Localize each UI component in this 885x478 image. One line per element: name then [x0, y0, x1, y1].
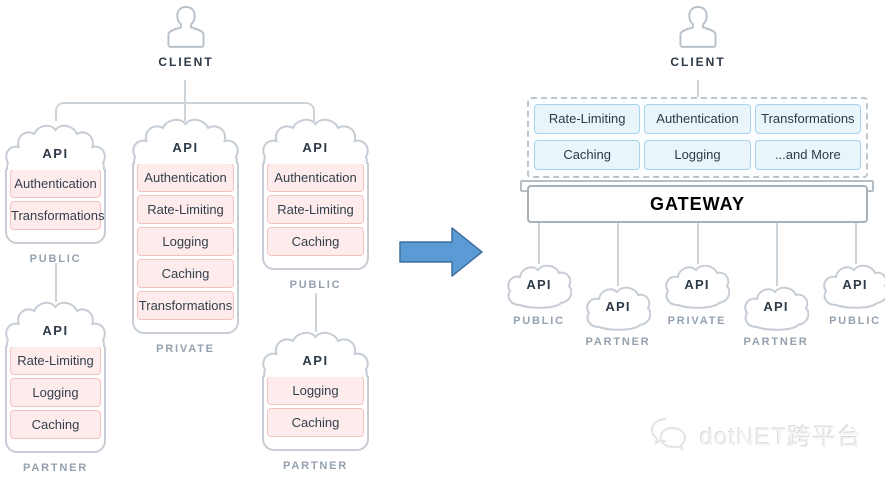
gateway-feature: Logging: [644, 139, 751, 170]
gateway-feature: Transformations: [754, 104, 861, 134]
api-title: API: [526, 277, 552, 292]
api-feature: Caching: [267, 408, 364, 437]
api-feature: Logging: [137, 227, 234, 256]
gateway-box: GATEWAY: [527, 185, 868, 223]
gateway-feature-panel: Rate-Limiting Authentication Transformat…: [527, 97, 868, 178]
stack-label: PRIVATE: [156, 343, 215, 355]
cloud-label: PARTNER: [743, 336, 809, 348]
cloud-label: PRIVATE: [667, 315, 727, 327]
api-stack-private: API Authentication Rate-Limiting Logging…: [132, 118, 239, 355]
api-feature: Caching: [267, 227, 364, 256]
api-title: API: [42, 146, 69, 161]
connector-line: [538, 223, 540, 264]
api-feature: Rate-Limiting: [10, 346, 101, 375]
connector-line: [315, 293, 317, 332]
stack-body: Authentication Rate-Limiting Logging Cac…: [132, 163, 239, 334]
api-title: API: [42, 323, 69, 338]
api-feature: Caching: [10, 410, 101, 439]
api-stack-partner-1: API Rate-Limiting Logging Caching PARTNE…: [5, 301, 106, 474]
cloud-icon: [823, 264, 885, 309]
stack-body: Authentication Transformations: [5, 169, 106, 244]
api-title: API: [302, 140, 329, 155]
stack-label: PUBLIC: [29, 253, 82, 265]
api-feature: Logging: [10, 378, 101, 407]
api-stack-partner-2: API Logging Caching PARTNER: [262, 331, 369, 472]
cloud-icon: [132, 118, 239, 164]
api-stack-public-2: API Authentication Rate-Limiting Caching…: [262, 118, 369, 291]
api-title: API: [763, 299, 789, 314]
connector-line: [776, 223, 778, 286]
gateway-feature: ...and More: [754, 139, 861, 170]
api-feature: Authentication: [267, 163, 364, 192]
right-client: CLIENT: [662, 4, 734, 69]
api-cloud-partner-2: API: [743, 284, 809, 332]
stack-body: Rate-Limiting Logging Caching: [5, 346, 106, 453]
api-title: API: [684, 277, 710, 292]
stack-body: Logging Caching: [262, 376, 369, 451]
api-title: API: [302, 353, 329, 368]
transition-arrow-icon: [399, 225, 483, 284]
cloud-icon: [5, 301, 106, 347]
api-cloud-private: API: [664, 262, 730, 310]
connector-line: [697, 80, 699, 98]
connector-line: [855, 223, 857, 264]
api-feature: Logging: [267, 376, 364, 405]
client-label: CLIENT: [158, 55, 214, 69]
api-cloud-public-1: API: [506, 262, 572, 310]
wechat-icon: [650, 418, 687, 451]
cloud-icon: [5, 124, 106, 170]
client-label: CLIENT: [670, 55, 726, 69]
connector-line: [697, 223, 699, 264]
cloud-icon: [262, 331, 369, 377]
person-icon: [679, 6, 717, 48]
api-title: API: [842, 277, 868, 292]
stack-label: PARTNER: [283, 460, 348, 472]
cloud-icon: [665, 264, 730, 309]
api-title: API: [605, 299, 631, 314]
cloud-icon: [744, 286, 809, 331]
cloud-label: PUBLIC: [829, 315, 881, 327]
cloud-icon: [586, 286, 651, 331]
cloud-icon: [262, 118, 369, 164]
watermark-text: dotNET跨平台: [700, 423, 863, 451]
watermark: dotNET跨平台: [650, 416, 862, 452]
api-cloud-public-2: API: [822, 262, 885, 310]
connector-line: [55, 263, 57, 302]
gateway-feature: Rate-Limiting: [534, 104, 641, 134]
gateway-feature: Authentication: [644, 104, 751, 134]
stack-label: PUBLIC: [289, 279, 342, 291]
left-client: CLIENT: [150, 4, 222, 69]
api-cloud-partner-1: API: [585, 284, 651, 332]
api-title: API: [172, 140, 199, 155]
cloud-label: PARTNER: [585, 336, 651, 348]
gateway-feature: Caching: [534, 139, 641, 170]
api-feature: Transformations: [10, 201, 104, 230]
stack-body: Authentication Rate-Limiting Caching: [262, 163, 369, 270]
cloud-label: PUBLIC: [513, 315, 565, 327]
api-stack-public-1: API Authentication Transformations PUBLI…: [5, 124, 106, 265]
api-feature: Authentication: [137, 163, 234, 192]
connector-line: [184, 80, 186, 104]
cloud-icon: [507, 264, 572, 309]
connector-line: [184, 102, 186, 121]
person-icon: [167, 6, 205, 48]
api-feature: Authentication: [10, 169, 101, 198]
api-feature: Caching: [137, 259, 234, 288]
stack-label: PARTNER: [23, 462, 88, 474]
api-feature: Transformations: [137, 291, 234, 320]
api-feature: Rate-Limiting: [137, 195, 234, 224]
api-feature: Rate-Limiting: [267, 195, 364, 224]
connector-line: [617, 223, 619, 286]
